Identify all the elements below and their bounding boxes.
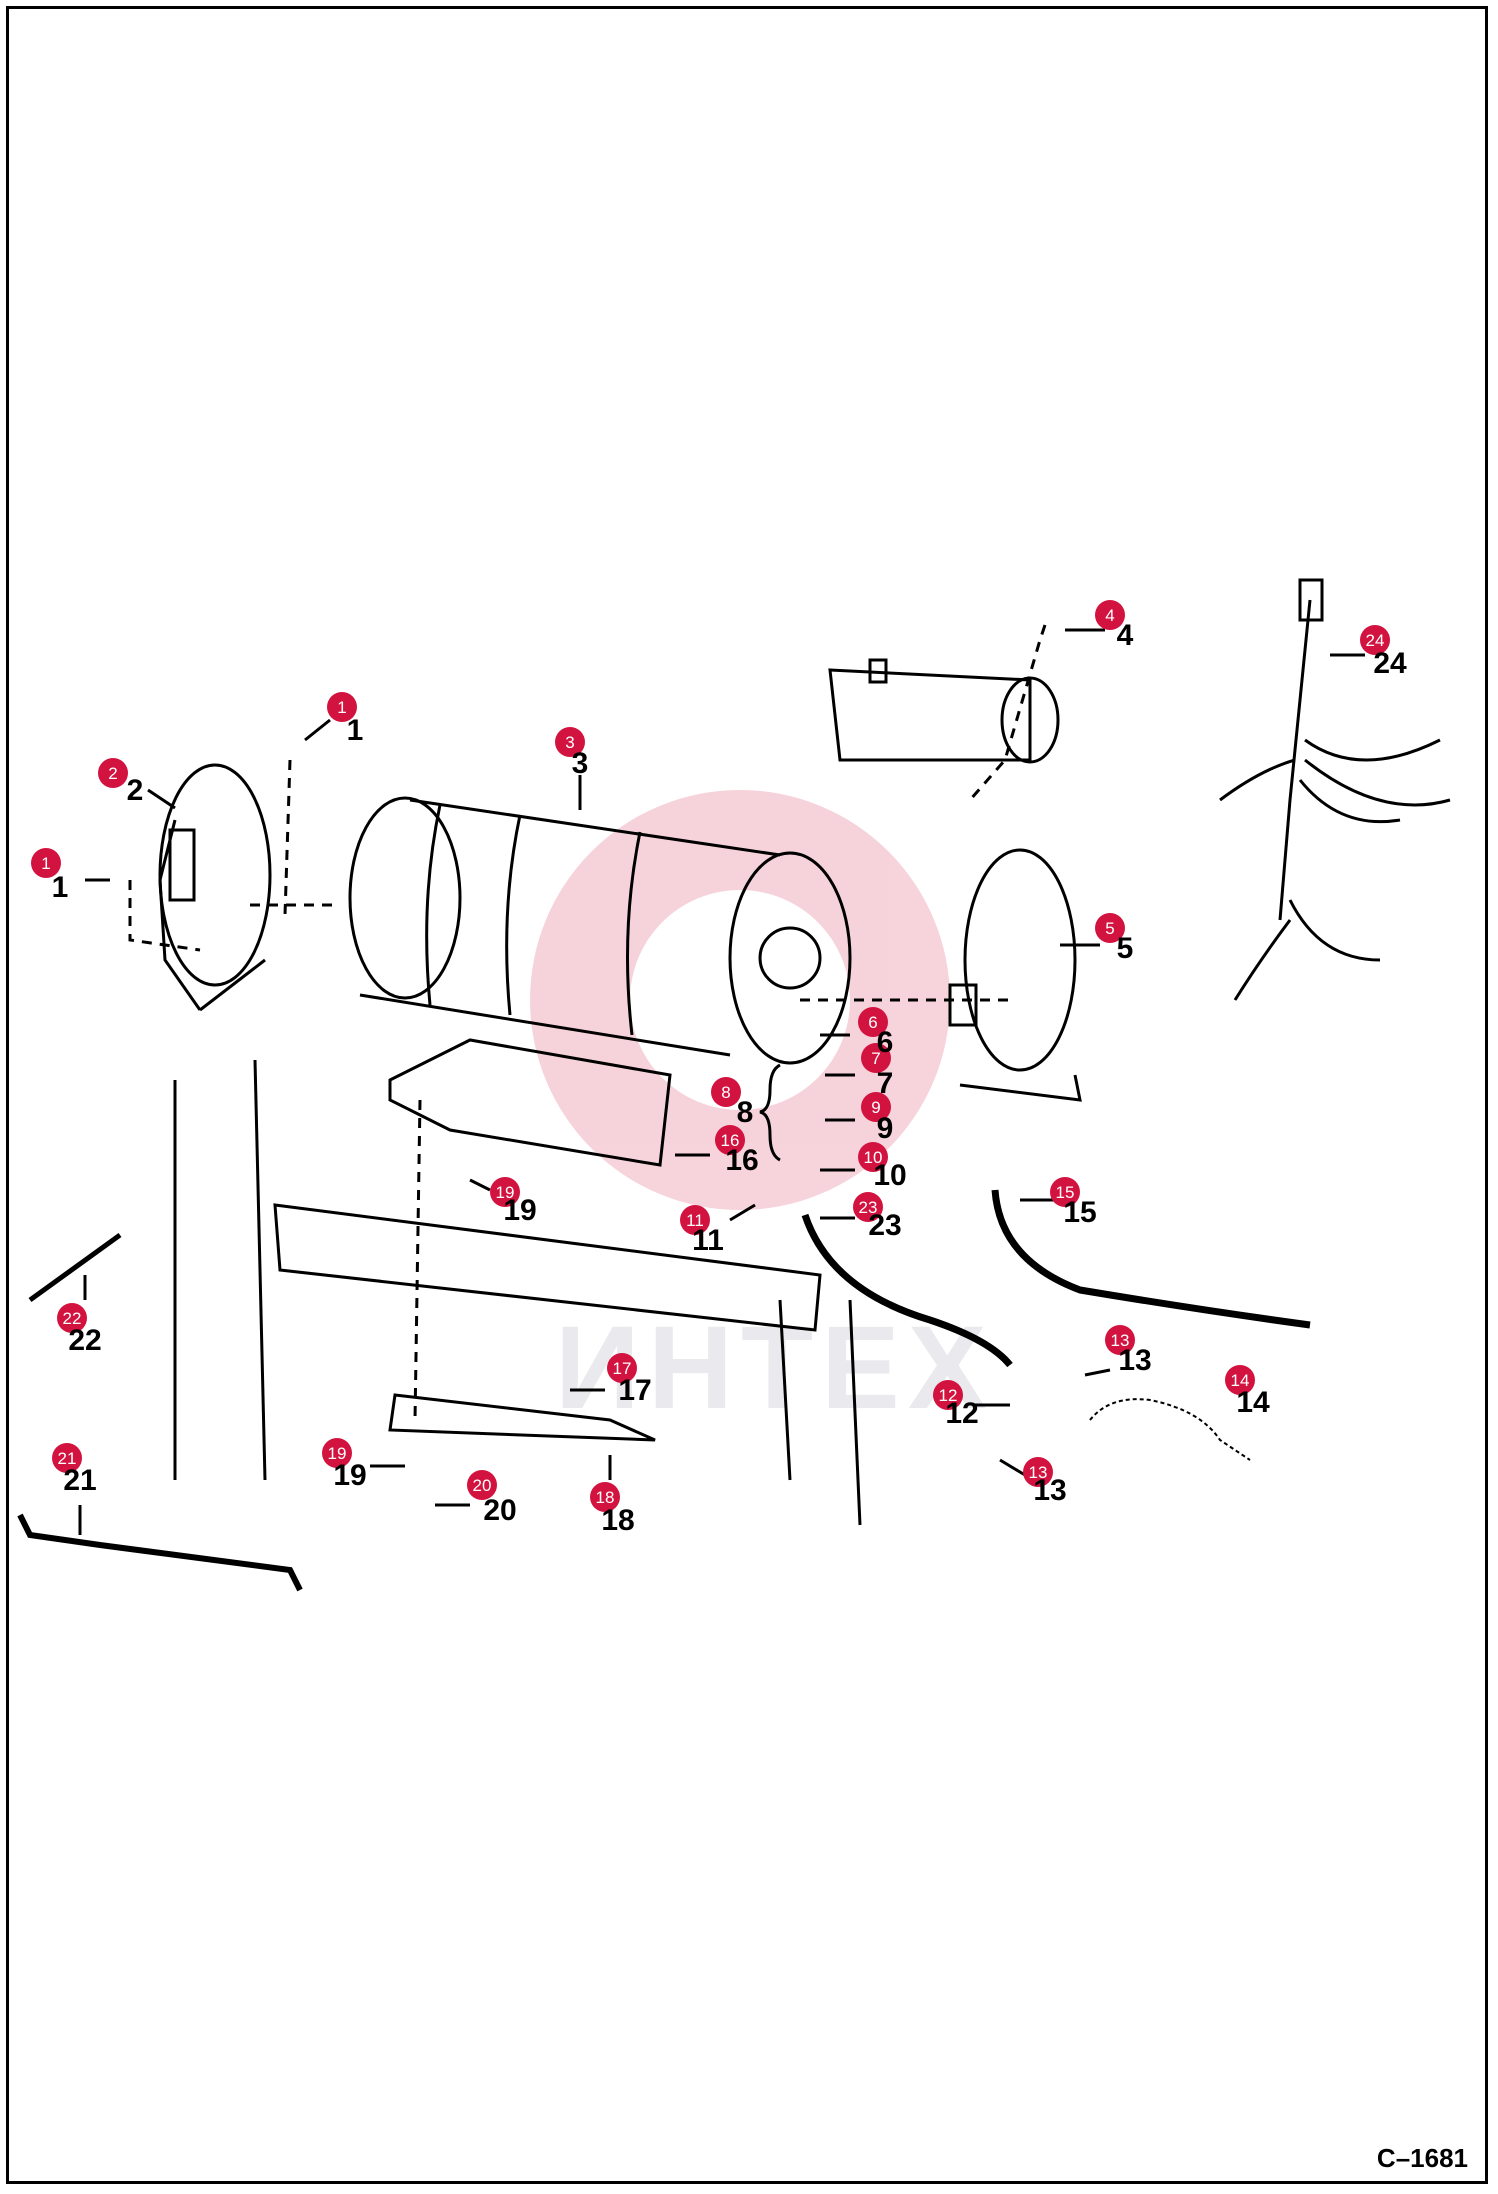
callout-badge: 5 (1105, 919, 1114, 938)
callout-badge: 14 (1231, 1371, 1250, 1390)
callout-2: 2 2 (98, 758, 176, 810)
callout-label: 23 (868, 1209, 901, 1242)
fuel-hoses (801, 1189, 1311, 1368)
callout-19b: 19 19 (322, 1438, 405, 1492)
callout-23: 23 23 (820, 1192, 902, 1242)
callout-badge: 18 (596, 1488, 615, 1507)
callout-badge: 2 (108, 764, 117, 783)
callout-label: 6 (877, 1026, 894, 1059)
callout-label: 9 (877, 1112, 894, 1145)
propane-tank (348, 796, 852, 1065)
callout-badge: 11 (686, 1211, 704, 1230)
callout-19a: 19 19 (469, 1177, 537, 1227)
callout-badge: 7 (871, 1049, 880, 1068)
machine-frame (173, 1059, 862, 1526)
leader-lines (128, 624, 1047, 1421)
callout-label: 13 (1033, 1474, 1066, 1507)
left-tank-strap (158, 763, 272, 1012)
callout-13b: 13 13 (999, 1457, 1067, 1507)
callout-17: 17 17 (570, 1353, 652, 1407)
callout-label: 18 (601, 1504, 634, 1537)
callout-21: 21 21 (52, 1443, 97, 1535)
callout-badge: 9 (871, 1098, 880, 1117)
callout-5: 5 5 (1060, 913, 1133, 965)
right-tank-strap (948, 848, 1082, 1102)
callout-badge: 22 (63, 1309, 82, 1328)
wiring-harness (1219, 578, 1451, 1001)
callout-label: 3 (572, 747, 589, 780)
callout-label: 1 (52, 871, 69, 904)
callout-badge: 3 (565, 733, 574, 752)
fuel-regulator (828, 658, 1060, 764)
callout-badge: 19 (328, 1444, 347, 1463)
drawing-code: C–1681 (1376, 2143, 1468, 2173)
callout-badge: 1 (41, 854, 50, 873)
tank-mount-bracket (388, 1038, 672, 1167)
label-group-6-9: 6 7 8 9 (737, 1026, 894, 1145)
callout-label: 24 (1373, 647, 1407, 680)
callout-label: 10 (873, 1159, 906, 1192)
drawing-frame (6, 6, 1488, 2184)
callout-1b: 1 1 (304, 692, 364, 747)
callout-badge: 6 (868, 1013, 877, 1032)
callout-label: 20 (483, 1494, 516, 1527)
callout-badge: 8 (721, 1083, 730, 1102)
callout-label: 16 (725, 1144, 758, 1177)
callout-label: 19 (333, 1459, 366, 1492)
callout-6: 6 (820, 1007, 888, 1037)
callout-badge: 13 (1029, 1463, 1048, 1482)
callout-badge: 16 (721, 1131, 740, 1150)
callout-label: 19 (503, 1194, 536, 1227)
callout-label: 4 (1117, 619, 1134, 652)
callout-label: 15 (1063, 1196, 1096, 1229)
callout-9: 9 (825, 1092, 891, 1122)
callout-24: 24 24 (1330, 625, 1407, 680)
callout-badge: 10 (864, 1148, 883, 1167)
callout-22: 22 22 (57, 1275, 102, 1357)
callout-8: 8 (711, 1063, 781, 1162)
callout-badge: 20 (473, 1476, 492, 1495)
callout-14: 14 14 (1089, 1365, 1270, 1461)
callout-label: 21 (63, 1464, 96, 1497)
callout-label: 11 (692, 1224, 724, 1257)
callout-label: 5 (1117, 932, 1134, 965)
callout-label: 22 (68, 1324, 101, 1357)
callout-label: 8 (737, 1096, 754, 1129)
callout-16: 16 16 (675, 1125, 759, 1177)
watermark-gear-icon (530, 790, 950, 1210)
callout-20: 20 20 (435, 1470, 517, 1527)
callout-badge: 4 (1105, 606, 1114, 625)
callout-badge: 12 (939, 1386, 958, 1405)
callout-badge: 1 (337, 698, 346, 717)
callout-11: 11 11 (680, 1203, 756, 1257)
callout-badge: 23 (859, 1198, 878, 1217)
callout-label: 2 (127, 774, 144, 807)
callout-label: 13 (1118, 1344, 1151, 1377)
callout-label: 12 (945, 1397, 978, 1430)
callout-7: 7 (825, 1043, 891, 1077)
callout-label: 7 (877, 1067, 894, 1100)
callout-13a: 13 13 (1084, 1325, 1152, 1377)
callout-15: 15 15 (1020, 1177, 1097, 1229)
callout-label: 14 (1236, 1386, 1270, 1419)
callout-3: 3 3 (555, 727, 588, 810)
callout-badge: 15 (1056, 1183, 1075, 1202)
callout-label: 1 (347, 714, 364, 747)
callout-badge: 19 (496, 1183, 515, 1202)
callout-10: 10 10 (820, 1142, 907, 1192)
callout-label: 17 (618, 1374, 651, 1407)
callout-badge: 17 (613, 1359, 632, 1378)
callout-1a: 1 1 (31, 848, 110, 904)
callout-badge: 24 (1366, 631, 1385, 650)
support-rod (28, 1232, 122, 1303)
callout-12: 12 12 (933, 1380, 1010, 1430)
callout-badge: 21 (58, 1449, 77, 1468)
return-tube (17, 1513, 303, 1592)
callout-4: 4 4 (1065, 600, 1134, 652)
callout-badge: 13 (1111, 1331, 1130, 1350)
callout-18: 18 18 (590, 1455, 635, 1537)
